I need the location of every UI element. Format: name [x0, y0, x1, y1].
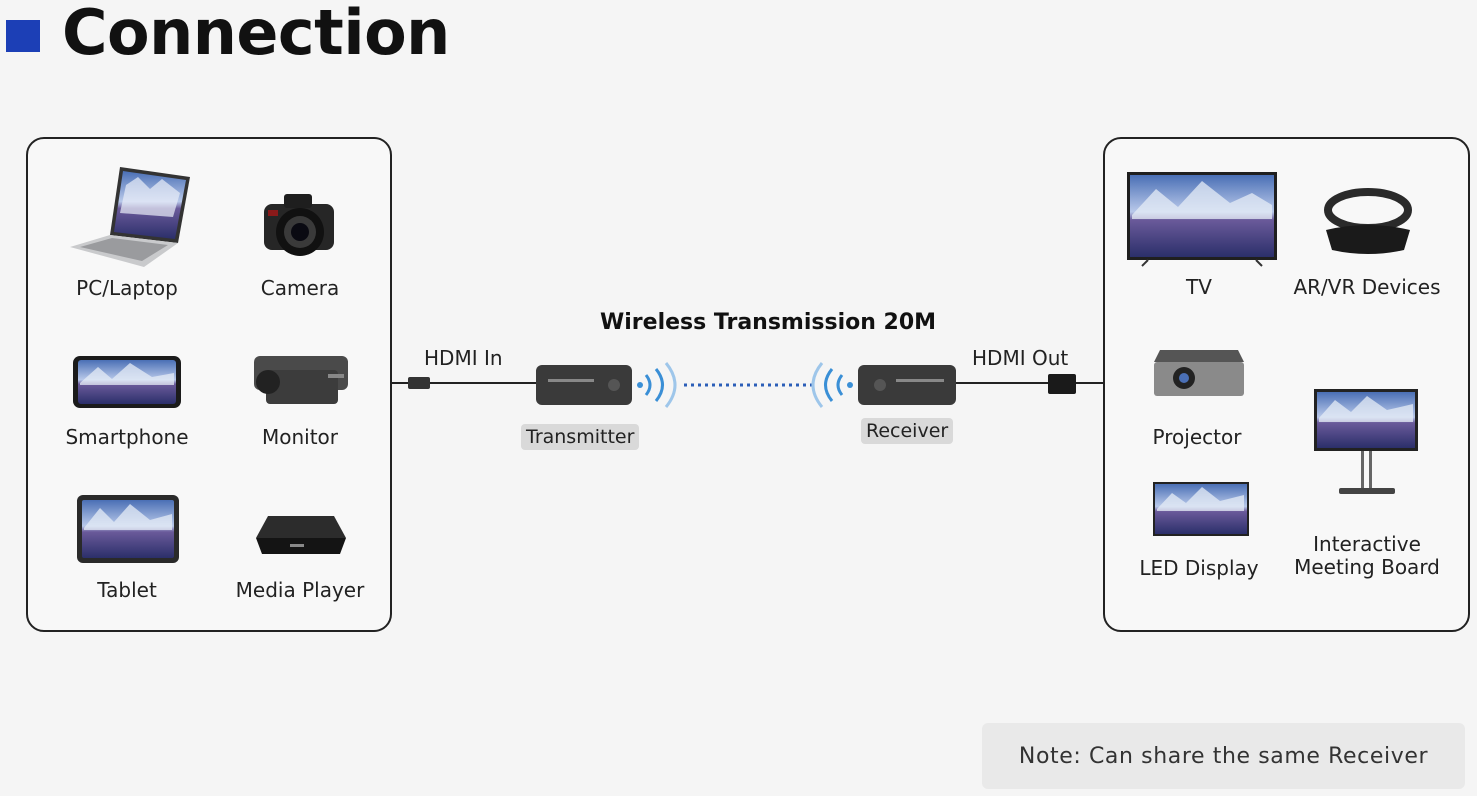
receiver-label: Receiver: [861, 418, 954, 444]
note-banner: Note: Can share the same Receiver: [982, 723, 1465, 789]
hdmi-in-connector-icon: [408, 377, 430, 389]
source-label-media-player: Media Player: [235, 578, 365, 602]
tv-icon: [1127, 172, 1277, 267]
tablet-icon: [77, 495, 179, 563]
display-label-meeting-board: Meeting Board: [1294, 555, 1440, 579]
camera-icon: [264, 194, 334, 256]
display-label-tv: TV: [1186, 275, 1212, 299]
smartphone-icon: [73, 356, 181, 408]
source-label-camera: Camera: [260, 276, 340, 300]
laptop-icon: [70, 167, 190, 267]
interactive-board-icon: [1314, 389, 1418, 494]
hdmi-out-label: HDMI Out: [972, 346, 1069, 370]
vr-headset-icon: [1324, 188, 1412, 254]
display-label-interactive: Interactive: [1313, 532, 1421, 556]
led-display-icon: [1153, 482, 1249, 536]
transmitter-icon: [536, 365, 632, 405]
source-label-tablet: Tablet: [97, 578, 157, 602]
receiver-icon: [858, 365, 956, 405]
display-label-led: LED Display: [1139, 556, 1259, 580]
source-label-laptop: PC/Laptop: [76, 276, 178, 300]
hdmi-out-connector-icon: [1048, 374, 1076, 394]
surveillance-camera-icon: [254, 356, 348, 404]
connection-line: [392, 362, 1104, 408]
source-label-smartphone: Smartphone: [65, 425, 189, 449]
display-label-vr: AR/VR Devices: [1293, 275, 1441, 299]
transmitter-label: Transmitter: [521, 424, 640, 450]
title-bullet: [6, 20, 40, 52]
hdmi-in-label: HDMI In: [424, 346, 503, 370]
display-label-projector: Projector: [1152, 425, 1242, 449]
tx-signal-icon: [644, 374, 652, 396]
page-title: Connection: [62, 0, 450, 69]
source-label-monitor: Monitor: [261, 425, 339, 449]
projector-icon: [1154, 350, 1244, 396]
wireless-transmission-title: Wireless Transmission 20M: [600, 310, 937, 335]
media-player-icon: [256, 516, 346, 554]
rx-signal-icon: [836, 374, 844, 396]
